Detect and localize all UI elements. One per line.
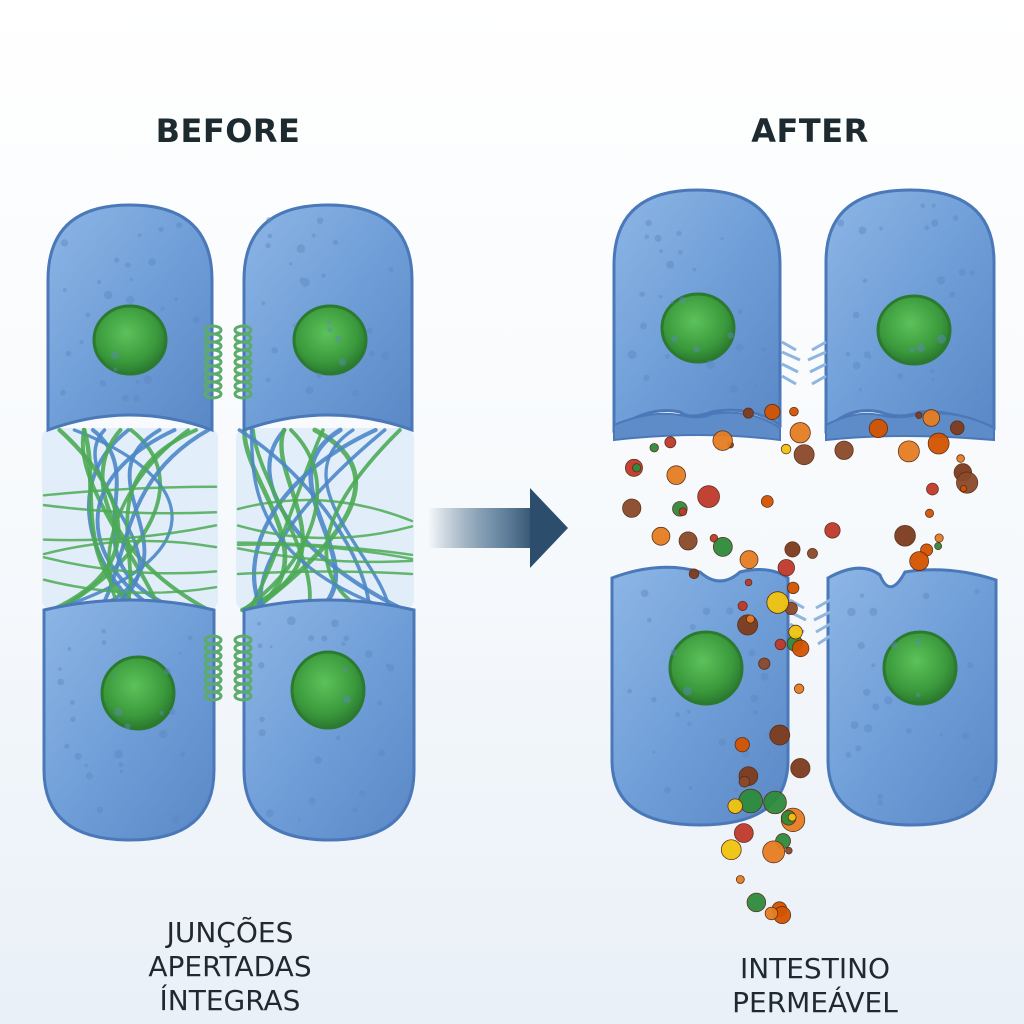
cell-after-bottom-left bbox=[610, 565, 790, 827]
cell-after-top-left bbox=[612, 188, 782, 442]
after-heading: AFTER bbox=[751, 112, 869, 150]
before-diagram bbox=[42, 203, 416, 842]
arrow-right-icon bbox=[428, 488, 568, 568]
nucleus bbox=[92, 304, 168, 376]
cell-after-bottom-right bbox=[826, 566, 998, 827]
caption-line: APERTADAS bbox=[148, 950, 312, 983]
cell-before-bottom-right bbox=[242, 598, 416, 842]
nucleus bbox=[100, 655, 176, 731]
cell-after-top-right bbox=[824, 188, 996, 442]
nucleus bbox=[876, 294, 952, 366]
leaking-particle-icon bbox=[622, 403, 979, 924]
cell-before-bottom-left bbox=[42, 598, 216, 842]
junction-coils bbox=[203, 324, 253, 702]
caption-line: ÍNTEGRAS bbox=[159, 984, 301, 1017]
cell-before-top-right bbox=[242, 203, 414, 433]
after-diagram bbox=[610, 188, 998, 924]
nucleus bbox=[290, 650, 366, 730]
caption-line: INTESTINO bbox=[739, 952, 891, 985]
caption-line: JUNÇÕES bbox=[166, 916, 294, 949]
broken-junction-bottom bbox=[789, 598, 831, 646]
cell-speckles bbox=[627, 203, 981, 806]
after-caption: INTESTINO PERMEÁVEL bbox=[670, 952, 960, 1020]
nucleus bbox=[668, 630, 744, 706]
nucleus bbox=[660, 292, 736, 364]
tight-junction-mesh bbox=[42, 427, 414, 613]
caption-line: PERMEÁVEL bbox=[732, 986, 898, 1019]
nucleus bbox=[882, 630, 958, 706]
cell-speckles bbox=[57, 217, 395, 824]
cell-before-top-left bbox=[46, 203, 214, 433]
nucleus bbox=[292, 304, 368, 376]
before-heading: BEFORE bbox=[155, 112, 301, 150]
before-caption: JUNÇÕES APERTADAS ÍNTEGRAS bbox=[90, 916, 370, 1018]
broken-junction-top bbox=[781, 340, 827, 386]
